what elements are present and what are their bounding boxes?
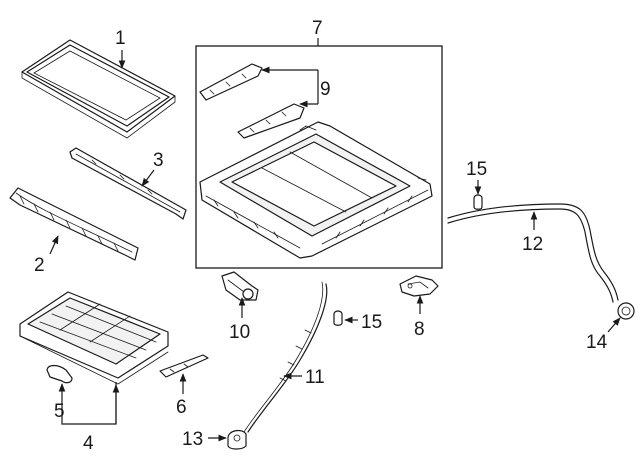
callout-13: 13 (182, 429, 203, 450)
callout-3-leader (141, 169, 155, 187)
callout-8: 8 (414, 319, 425, 340)
callout-2: 2 (34, 255, 45, 276)
sunshade-part[interactable] (19, 291, 169, 385)
end-grommet-part[interactable] (617, 302, 635, 320)
motor-bracket-part[interactable] (399, 275, 439, 297)
callout-14-leader (607, 317, 621, 333)
clip-part[interactable] (46, 364, 73, 384)
guide-strip-part[interactable] (159, 354, 209, 378)
plug-right-part[interactable] (473, 194, 483, 210)
callout-12: 12 (522, 234, 543, 255)
callout-11: 11 (305, 367, 325, 388)
plug-center-part[interactable] (333, 310, 343, 326)
wind-deflector-part[interactable] (69, 147, 187, 220)
glass-panel-part[interactable] (21, 39, 176, 139)
front-drain-hose-part[interactable] (243, 281, 328, 433)
callout-4: 4 (83, 433, 94, 454)
callout-6: 6 (176, 397, 187, 418)
guide-rail-lower-part[interactable] (237, 103, 305, 139)
callout-9: 9 (320, 79, 331, 100)
rear-drain-hose-part[interactable] (447, 203, 619, 303)
callout-15b: 15 (361, 312, 382, 333)
callout-14: 14 (586, 332, 608, 353)
callout-5: 5 (54, 401, 65, 422)
sunroof-motor-part[interactable] (221, 271, 259, 301)
callout-2-leader (49, 235, 59, 255)
callout-15a: 15 (466, 159, 487, 180)
sunroof-frame-part[interactable] (199, 121, 433, 259)
seal-rail-part[interactable] (9, 187, 139, 261)
guide-rail-upper-part[interactable] (199, 63, 263, 101)
callout-1: 1 (115, 28, 126, 49)
callout-10: 10 (229, 322, 250, 343)
callout-3: 3 (153, 150, 164, 171)
callout-7: 7 (312, 18, 323, 39)
drain-grommet-part[interactable] (227, 429, 247, 450)
callout-4-bracket (61, 382, 117, 425)
